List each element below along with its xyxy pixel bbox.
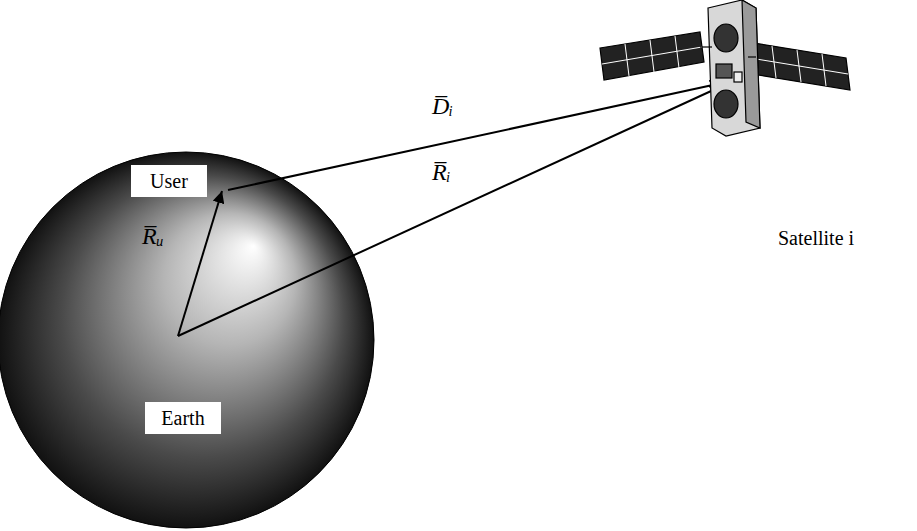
vector-label: R̅ᵤ [142,222,164,251]
box-label: User [143,170,195,192]
user-vector [178,191,222,336]
user-box: User [131,165,207,197]
box-label: Earth [157,407,209,429]
earth-box: Earth [145,402,221,434]
vector-label: R̅ᵢ [432,158,450,187]
earth-sphere [0,152,374,528]
satellite-vector [178,86,722,336]
satellite-symbol [600,0,850,136]
satellite-label: Satellite i [778,226,854,250]
vector-label: D̅ᵢ [432,92,453,121]
range-vector [228,83,722,190]
